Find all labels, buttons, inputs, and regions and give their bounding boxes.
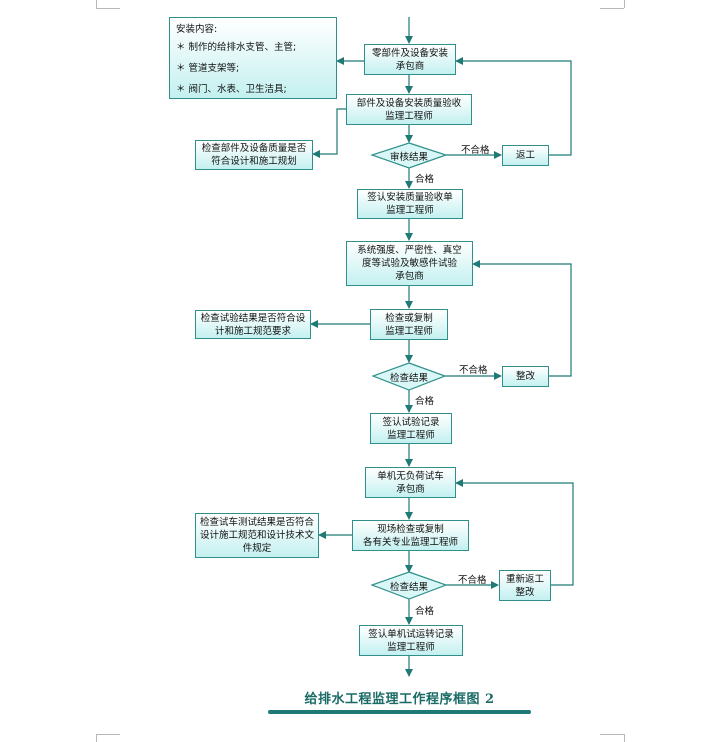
fail-label: 不合格 (459, 365, 488, 376)
connector (455, 479, 574, 586)
decision-diamond (371, 362, 447, 391)
rework-text: 整改 (515, 586, 535, 598)
rework-text: 返工 (515, 150, 535, 161)
pass-label: 合格 (415, 606, 435, 617)
crop-mark (96, 734, 97, 742)
note-text: 检查部件及设备质量是否符合设计和施工规划 (201, 143, 307, 167)
step-role: 监理工程师 (386, 205, 434, 216)
check-trial-run-results-note: 检查试车测试结果是否符合设计施工规范和设计技术文件规定 (195, 513, 319, 558)
step-text: 单机无负荷试车 (377, 470, 444, 482)
step-text: 签认安装质量验收单 (367, 192, 453, 203)
step-onsite-check: 现场检查或复制 各有关专业监理工程师 (352, 520, 469, 551)
note-text: 检查试验结果是否符合设计和施工规范要求 (200, 312, 306, 337)
crop-mark (96, 0, 97, 8)
connector (455, 57, 572, 156)
step-text: 零部件及设备安装 (371, 47, 448, 59)
step-component-installation: 零部件及设备安装 承包商 (364, 44, 456, 75)
step-text: 部件及设备安装质量验收 (356, 97, 462, 109)
pass-label: 合格 (415, 396, 435, 407)
note-item: ＊ 阀门、水表、卫生洁具; (176, 84, 287, 95)
rework-box: 返工 (502, 145, 549, 166)
check-component-quality-note: 检查部件及设备质量是否符合设计和施工规划 (195, 140, 313, 170)
step-text: 检查或复制 (385, 312, 433, 324)
pass-label: 合格 (415, 174, 435, 185)
rework-text: 重新返工 (505, 573, 544, 585)
step-role: 承包商 (395, 60, 425, 72)
step-text: 签认试验记录 (382, 416, 440, 428)
step-role: 监理工程师 (387, 641, 435, 653)
fail-label: 不合格 (461, 145, 490, 156)
rectify-box: 整改 (502, 366, 549, 387)
step-role: 承包商 (396, 483, 425, 495)
decision-diamond (370, 571, 448, 600)
crop-mark (96, 734, 120, 735)
decision-review-result: 审核结果 (389, 151, 428, 163)
installation-content-note: 安装内容: ＊ 制作的给排水支管、主管; ＊ 管道支架等; ＊ 阀门、水表、卫生… (169, 17, 337, 99)
step-system-strength-tests: 系统强度、严密性、真空 度等试验及敏感件试验 承包商 (346, 241, 473, 286)
step-sign-installation-acceptance: 签认安装质量验收单 监理工程师 (357, 189, 463, 219)
crop-mark (624, 0, 625, 8)
rework-text: 整改 (515, 371, 535, 382)
note-item: ＊ 制作的给排水支管、主管; (176, 42, 297, 53)
connector (312, 108, 346, 158)
check-test-results-note: 检查试验结果是否符合设计和施工规范要求 (195, 310, 311, 339)
crop-mark (624, 734, 625, 742)
title-underline (268, 710, 531, 714)
step-sign-test-record: 签认试验记录 监理工程师 (370, 413, 452, 444)
step-text: 签认单机试运转记录 (368, 628, 454, 640)
step-role: 监理工程师 (385, 325, 433, 337)
note-text: 检查试车测试结果是否符合设计施工规范和设计技术文件规定 (200, 517, 315, 554)
step-role: 各有关专业监理工程师 (362, 536, 458, 548)
crop-mark (96, 8, 120, 9)
diagram-title: 给排水工程监理工作程序框图 2 (304, 692, 495, 707)
step-text: 现场检查或复制 (377, 523, 444, 535)
step-role: 监理工程师 (387, 429, 435, 441)
decision-diamond (370, 142, 448, 169)
decision-check-result: 检查结果 (389, 581, 428, 593)
step-check-or-recheck: 检查或复制 监理工程师 (370, 309, 448, 340)
crop-mark (600, 8, 624, 9)
step-role: 承包商 (395, 271, 424, 282)
step-role: 监理工程师 (385, 110, 433, 122)
fail-label: 不合格 (458, 575, 487, 586)
redo-rectify-box: 重新返工 整改 (499, 570, 551, 601)
note-heading: 安装内容: (176, 24, 218, 35)
step-sign-trial-run-record: 签认单机试运转记录 监理工程师 (359, 625, 463, 656)
step-text: 系统强度、严密性、真空 (357, 245, 462, 256)
connector (472, 260, 572, 377)
decision-check-result: 检查结果 (389, 372, 428, 384)
step-text: 度等试验及敏感件试验 (361, 258, 457, 269)
step-single-machine-no-load-test: 单机无负荷试车 承包商 (365, 467, 456, 498)
note-item: ＊ 管道支架等; (176, 63, 240, 74)
crop-mark (600, 734, 624, 735)
step-installation-quality-acceptance: 部件及设备安装质量验收 监理工程师 (346, 94, 472, 125)
